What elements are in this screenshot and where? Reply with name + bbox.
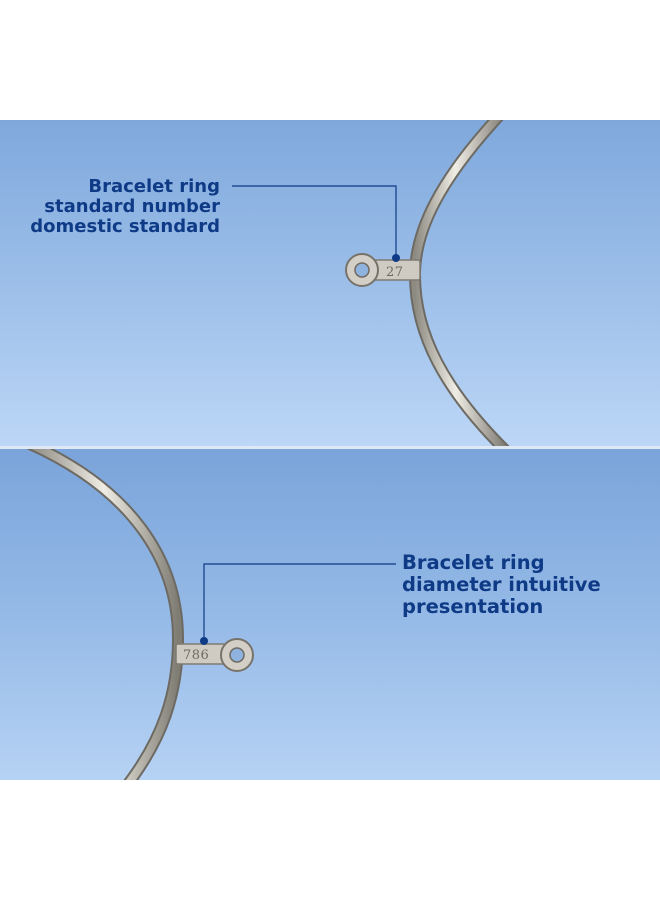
caption-line: standard number [44,196,220,218]
bangle-arc [410,120,507,446]
leader-line [203,563,396,641]
tag-loop-hole [229,647,245,663]
tag-loop-hole [354,262,370,278]
leader-dot-icon [392,254,400,262]
caption-diameter: Bracelet ring diameter intuitive present… [402,552,652,617]
caption-line: Bracelet ring [88,176,220,197]
bangle-arc [31,449,183,780]
bracelet-ring-photo: 786 [26,449,396,780]
size-stamp: 786 [183,648,209,663]
photo-panel-standard-number: 27 Bracelet ring standard number domesti… [0,120,660,446]
leader-dot-icon [200,637,208,645]
caption-standard-number: Bracelet ring standard number domestic s… [0,176,220,238]
photo-panel-diameter: 786 Bracelet ring diameter intuitive pre… [0,449,660,780]
bracelet-ring-photo: 27 [232,120,510,446]
caption-line: diameter intuitive [402,572,601,596]
size-stamp: 27 [386,265,404,280]
panel-divider [0,446,660,449]
caption-line: presentation [402,594,544,618]
leader-line [232,185,397,258]
caption-line: domestic standard [30,216,220,238]
caption-line: Bracelet ring [402,551,545,574]
